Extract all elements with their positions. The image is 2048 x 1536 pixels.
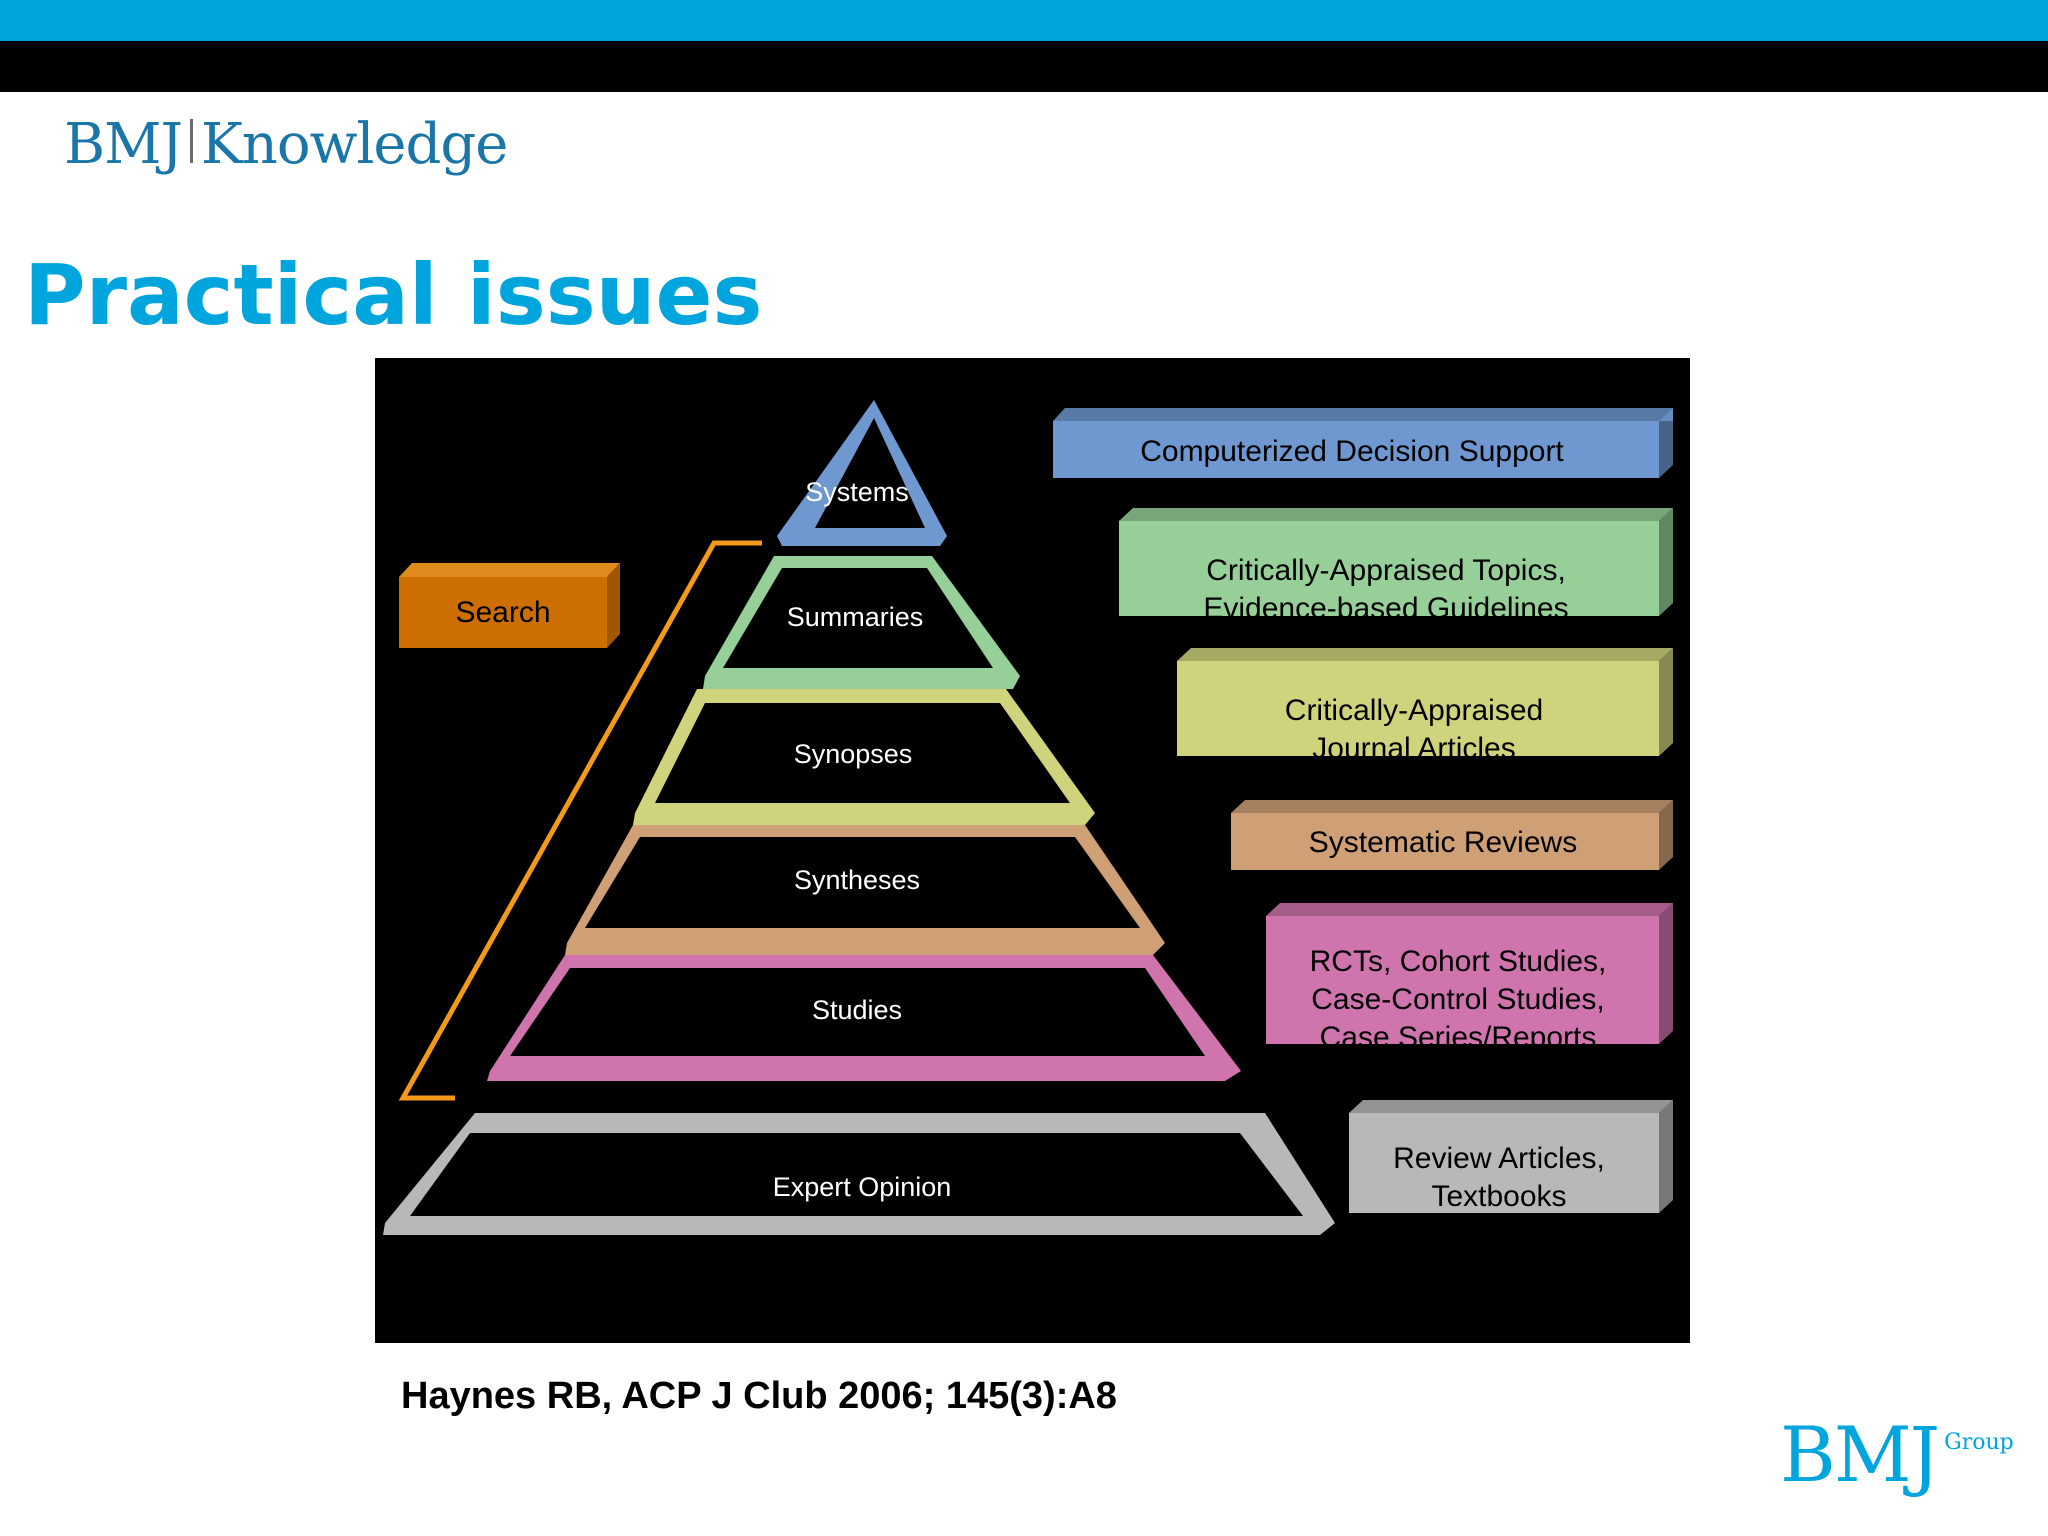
- top-accent-bar: [0, 0, 2048, 41]
- box-edge: [1659, 903, 1673, 1044]
- box-top: [1177, 648, 1673, 661]
- resource-box-synopses: Critically-Appraised Journal Articles: [1177, 648, 1673, 765]
- pyramid-tier-synopses: Synopses: [633, 689, 1095, 825]
- logo-product: Knowledge: [200, 112, 508, 177]
- bmj-group-logo: BMJ Group: [1780, 1410, 2014, 1510]
- box-line-2: Case-Control Studies,: [1311, 983, 1604, 1016]
- tier-inner: [510, 968, 1205, 1056]
- pyramid-tier-studies: Studies: [487, 955, 1241, 1081]
- slide-title: Practical issues: [24, 246, 763, 344]
- tier-label: Expert Opinion: [773, 1172, 952, 1202]
- footer-logo-brand: BMJ: [1780, 1410, 1940, 1499]
- box-line-1: Critically-Appraised: [1285, 694, 1543, 727]
- box-line-2: Textbooks: [1431, 1180, 1566, 1213]
- box-face: [1177, 661, 1659, 756]
- tier-inner: [723, 568, 993, 668]
- tier-inner: [815, 418, 925, 528]
- box-line-1: Systematic Reviews: [1309, 826, 1577, 859]
- box-edge: [1659, 508, 1673, 616]
- evidence-pyramid-diagram: Search Systems Summaries Synopses Synthe…: [375, 358, 1690, 1343]
- box-edge: [1659, 408, 1673, 478]
- tier-label: Synopses: [794, 739, 913, 769]
- pyramid-tier-summaries: Summaries: [703, 556, 1020, 689]
- box-edge: [1659, 1100, 1673, 1213]
- box-line-3: Case Series/Reports: [1320, 1021, 1597, 1054]
- tier-inner: [410, 1133, 1303, 1216]
- pyramid-tier-syntheses: Syntheses: [565, 825, 1165, 955]
- citation: Haynes RB, ACP J Club 2006; 145(3):A8: [401, 1375, 1117, 1417]
- box-line-1: Review Articles,: [1393, 1142, 1605, 1175]
- bmj-knowledge-logo: BMJ Knowledge: [64, 112, 508, 192]
- box-face: [1119, 521, 1659, 616]
- box-top: [1119, 508, 1673, 521]
- resource-box-systems: Computerized Decision Support: [1053, 408, 1673, 478]
- top-black-bar: [0, 41, 2048, 92]
- pyramid-tier-expert-opinion: Expert Opinion: [383, 1113, 1335, 1235]
- tier-label: Studies: [812, 995, 902, 1025]
- box-top: [1349, 1100, 1673, 1113]
- box-face: [1266, 916, 1659, 1044]
- resource-box-summaries: Critically-Appraised Topics, Evidence-ba…: [1119, 508, 1673, 625]
- logo-brand: BMJ: [64, 112, 183, 177]
- box-line-1: Computerized Decision Support: [1140, 435, 1564, 468]
- tier-label: Summaries: [787, 602, 924, 632]
- footer-logo-sub: Group: [1944, 1430, 2014, 1455]
- resource-box-expert-opinion: Review Articles, Textbooks: [1349, 1100, 1673, 1213]
- tier-label: Syntheses: [794, 865, 920, 895]
- box-face: [1053, 421, 1659, 478]
- box-top: [1053, 408, 1673, 421]
- box-face: [1349, 1113, 1659, 1213]
- logo-separator: [189, 119, 193, 163]
- search-bracket: [398, 540, 762, 1101]
- box-line-1: RCTs, Cohort Studies,: [1310, 945, 1607, 978]
- box-top: [1266, 903, 1673, 916]
- resource-box-studies: RCTs, Cohort Studies, Case-Control Studi…: [1266, 903, 1673, 1054]
- search-box: Search: [399, 563, 620, 648]
- pyramid-svg: Search Systems Summaries Synopses Synthe…: [375, 358, 1690, 1343]
- search-box-side: [607, 563, 620, 648]
- resource-box-syntheses: Systematic Reviews: [1231, 800, 1673, 870]
- search-label: Search: [455, 596, 550, 629]
- pyramid-tier-systems: Systems: [777, 400, 947, 546]
- box-line-2: Evidence-based Guidelines: [1203, 592, 1568, 625]
- box-top: [1231, 800, 1673, 813]
- tier-inner: [585, 837, 1140, 928]
- search-box-top: [399, 563, 620, 577]
- box-face: [1231, 813, 1659, 870]
- box-line-2: Journal Articles: [1312, 732, 1515, 765]
- box-edge: [1659, 648, 1673, 756]
- box-line-1: Critically-Appraised Topics,: [1206, 554, 1566, 587]
- tier-label: Systems: [805, 477, 909, 507]
- tier-inner: [655, 703, 1070, 803]
- search-box-face: [399, 577, 607, 648]
- box-edge: [1659, 800, 1673, 870]
